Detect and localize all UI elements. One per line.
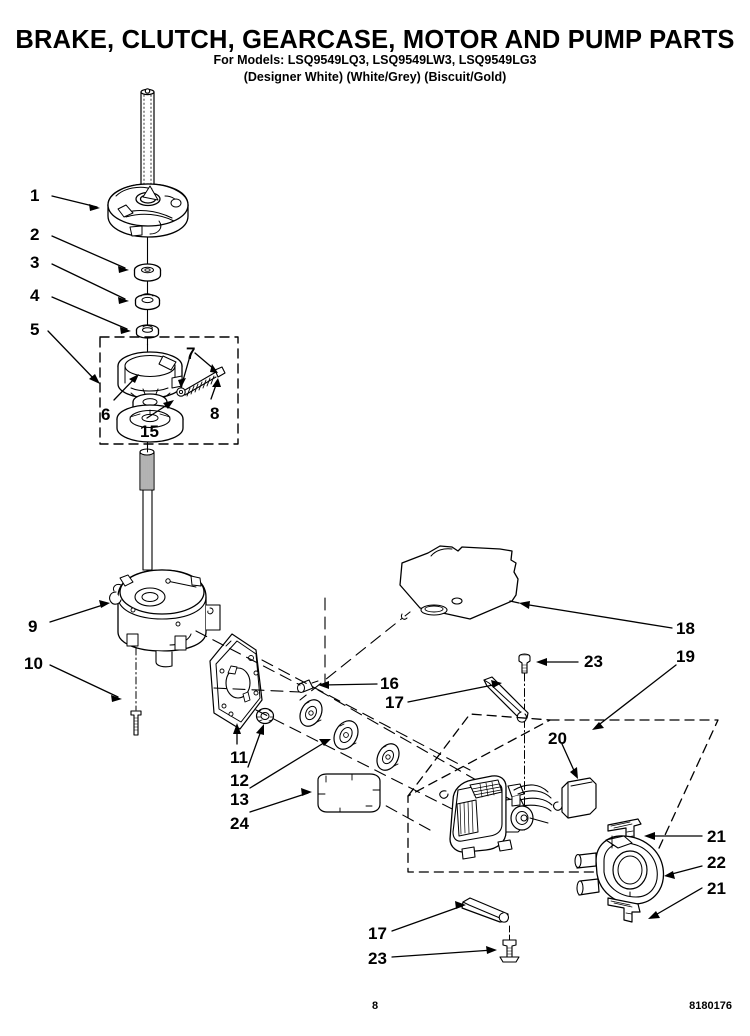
- callout-21-lower: 21: [707, 879, 726, 898]
- part-code: 8180176: [689, 1000, 732, 1012]
- callout-16: 16: [380, 674, 399, 693]
- clutch-drum: [116, 404, 184, 443]
- callout-23: 23: [584, 652, 603, 671]
- callout-13: 13: [230, 790, 249, 809]
- callout-9: 9: [28, 617, 38, 636]
- part-6-clutch-lining: [117, 351, 183, 399]
- callout-5: 5: [30, 320, 40, 339]
- callout-10: 10: [24, 654, 43, 673]
- page-number: 8: [371, 1000, 379, 1012]
- models-line: For Models: LSQ9549LQ3, LSQ9549LW3, LSQ9…: [213, 53, 537, 67]
- part-16-spring-clip: [297, 679, 319, 693]
- callout-20: 20: [548, 729, 567, 748]
- part-5-clutch-assembly-boundary: [99, 336, 239, 445]
- callout-15: 15: [140, 422, 159, 441]
- callout-1: 1: [30, 186, 40, 205]
- part-23-motor-screw-lower: [499, 925, 520, 963]
- callout-12: 12: [230, 771, 249, 790]
- motor-wiring-harness: [513, 784, 553, 812]
- callout-4: 4: [30, 286, 40, 305]
- colors-line: (Designer White) (White/Grey) (Biscuit/G…: [243, 70, 507, 84]
- callout-21-upper: 21: [707, 827, 726, 846]
- part-1-agitator-drive-block: [107, 183, 189, 238]
- callout-6: 6: [101, 405, 111, 424]
- callout-leader-lines: [47, 195, 703, 958]
- callout-23-lower: 23: [368, 949, 387, 968]
- part-18-motor-shield: [399, 545, 519, 620]
- guide-line-shield: [299, 611, 411, 701]
- part-11-base-plate: [209, 633, 263, 730]
- part-4-retainer-clip: [135, 324, 160, 339]
- callout-7: 7: [186, 344, 196, 363]
- callout-8: 8: [210, 404, 220, 423]
- part-13-drive-pulleys: [299, 699, 400, 771]
- part-22-water-pump: [574, 835, 665, 905]
- part-12-nut: [255, 707, 275, 725]
- part-17-motor-brace-lower: [461, 897, 509, 923]
- callout-3: 3: [30, 253, 40, 272]
- callout-19: 19: [676, 647, 695, 666]
- callout-11: 11: [230, 748, 248, 767]
- part-23-motor-screw-upper: [518, 653, 531, 831]
- callout-2: 2: [30, 225, 40, 244]
- drive-shaft-lower: [139, 443, 155, 571]
- page-title: BRAKE, CLUTCH, GEARCASE, MOTOR AND PUMP …: [15, 26, 735, 54]
- part-19-motor-pump-boundary: [407, 713, 719, 873]
- part-21-pump-clip-lower: [607, 889, 641, 923]
- part-2-washer: [133, 263, 162, 282]
- part-24-base-pad: [317, 773, 381, 813]
- callout-24: 24: [230, 814, 249, 833]
- callout-18: 18: [676, 619, 695, 638]
- part-10-gearcase-screw: [130, 647, 142, 736]
- motor-body: [439, 775, 549, 860]
- part-9-gearcase: [109, 569, 221, 668]
- callout-22: 22: [707, 853, 726, 872]
- agitator-shaft: [140, 88, 155, 197]
- callout-17: 17: [385, 693, 404, 712]
- part-20-capacitor: [553, 777, 597, 819]
- part-3-thrust-spacer: [134, 293, 161, 311]
- callout-17-lower: 17: [368, 924, 387, 943]
